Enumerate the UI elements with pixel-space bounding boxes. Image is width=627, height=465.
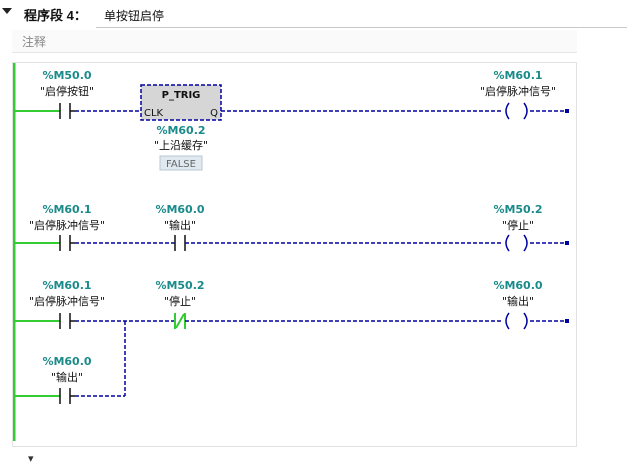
coil-address: %M50.2 [493, 203, 542, 216]
contact-tag: "停止" [164, 294, 196, 308]
rung-end [565, 319, 569, 323]
p-trig-box[interactable]: P_TRIG CLK Q %M60.2 "上沿缓存" [140, 84, 222, 152]
coil-address: %M60.0 [493, 279, 542, 292]
network-title: 程序段 4： [24, 8, 87, 23]
header-divider [96, 27, 627, 28]
network-header[interactable]: 程序段 4： 单按钮启停 [0, 0, 627, 28]
contact-address: %M60.0 [155, 203, 204, 216]
contact-address: %M60.1 [42, 203, 91, 216]
coil-m60-0[interactable]: %M60.0 "输出" [493, 279, 543, 330]
coil-m60-1[interactable]: %M60.1 "启停脉冲信号" [480, 69, 556, 120]
ladder-editor[interactable]: %M50.0 "启停按钮" P_TRIG CLK Q %M60.2 "上沿缓存"… [12, 62, 577, 447]
comment-placeholder: 注释 [22, 35, 47, 49]
box-mem-tag: "上沿缓存" [154, 138, 208, 152]
contact-tag: "输出" [164, 218, 196, 232]
contact-no-m60-0[interactable]: %M60.0 "输出" [155, 203, 205, 251]
coil-tag: "停止" [502, 218, 534, 232]
contact-no-m50-0[interactable]: %M50.0 "启停按钮" [40, 69, 94, 119]
contact-address: %M50.2 [155, 279, 204, 292]
ladder-diagram: %M50.0 "启停按钮" P_TRIG CLK Q %M60.2 "上沿缓存"… [13, 63, 569, 441]
pin-q: Q [210, 108, 218, 119]
contact-no-m60-0-branch[interactable]: %M60.0 "输出" [42, 355, 92, 404]
pin-clk: CLK [144, 108, 164, 119]
contact-tag: "启停脉冲信号" [29, 218, 105, 232]
collapse-arrow-icon[interactable] [2, 8, 12, 14]
contact-address: %M60.1 [42, 279, 91, 292]
state-badge: FALSE [159, 155, 203, 171]
contact-nc-m50-2[interactable]: %M50.2 "停止" [155, 279, 205, 329]
contact-no-m60-1[interactable]: %M60.1 "启停脉冲信号" [29, 203, 105, 251]
state-value: FALSE [166, 159, 196, 170]
contact-no-m60-1[interactable]: %M60.1 "启停脉冲信号" [29, 279, 105, 329]
contact-address: %M50.0 [42, 69, 91, 82]
coil-tag: "输出" [502, 294, 534, 308]
coil-m50-2[interactable]: %M50.2 "停止" [493, 203, 543, 252]
contact-tag: "启停脉冲信号" [29, 294, 105, 308]
box-mem-address: %M60.2 [156, 124, 205, 137]
box-type: P_TRIG [162, 90, 201, 101]
rung-end [565, 109, 569, 113]
contact-address: %M60.0 [42, 355, 91, 368]
coil-tag: "启停脉冲信号" [480, 84, 556, 98]
contact-tag: "启停按钮" [40, 84, 94, 98]
rung-end [565, 241, 569, 245]
network-description[interactable]: 单按钮启停 [104, 9, 165, 23]
coil-address: %M60.1 [493, 69, 542, 82]
network-comment[interactable]: 注释 [12, 30, 577, 53]
contact-tag: "输出" [51, 370, 83, 384]
